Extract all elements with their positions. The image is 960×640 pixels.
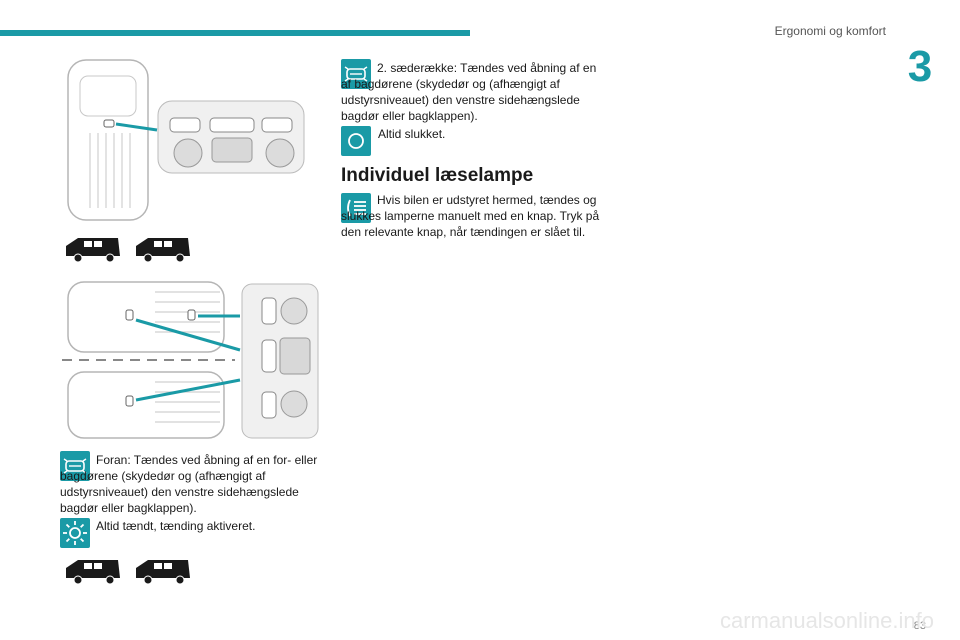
van-silhouette-icon [66,560,120,585]
row2-lamp-description: 2. sæderække: Tændes ved åbning af en af… [341,61,597,123]
van-silhouette-icon [136,560,190,585]
section-title: Ergonomi og komfort [774,24,886,38]
light-off-icon [341,126,371,156]
chapter-number: 3 [893,44,947,90]
dual-van-illustration [62,281,319,439]
light-on-icon [60,518,90,548]
van-silhouette-icon [66,238,120,263]
always-off-description: Altid slukket. [378,127,446,141]
always-on-description: Altid tændt, tænding aktiveret. [96,519,256,533]
front-lamp-description: Foran: Tændes ved åbning af en for- elle… [60,453,318,515]
van-silhouette-icon [136,238,190,263]
watermark: carmanualsonline.info [719,608,934,633]
page-number: 83 [913,620,926,632]
header-accent-bar [0,30,470,36]
door-lamp-icon [341,59,371,89]
door-lamp-icon [60,451,90,481]
van-top-view-illustration [67,59,305,221]
reading-lamp-description: Hvis bilen er udstyret hermed, tændes og… [341,193,600,239]
reading-lamp-icon [341,193,371,223]
reading-lamp-heading: Individuel læselampe [341,165,534,186]
